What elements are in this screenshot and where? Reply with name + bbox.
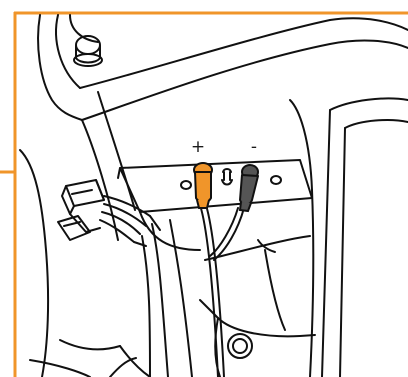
- center-stud: [222, 169, 232, 185]
- left-housing: [20, 92, 135, 377]
- wiring-connector-icon: [58, 180, 104, 240]
- upper-housing: [38, 15, 408, 120]
- gray-ring-terminal-icon: [240, 165, 258, 211]
- lower-detail: [30, 340, 150, 377]
- orange-ring-terminal-icon: [194, 163, 212, 208]
- negative-label: -: [251, 137, 257, 157]
- grommet: [228, 334, 252, 358]
- terminal-leads: [200, 205, 244, 377]
- positive-label: +: [191, 137, 205, 157]
- terminal-plate: [118, 160, 312, 250]
